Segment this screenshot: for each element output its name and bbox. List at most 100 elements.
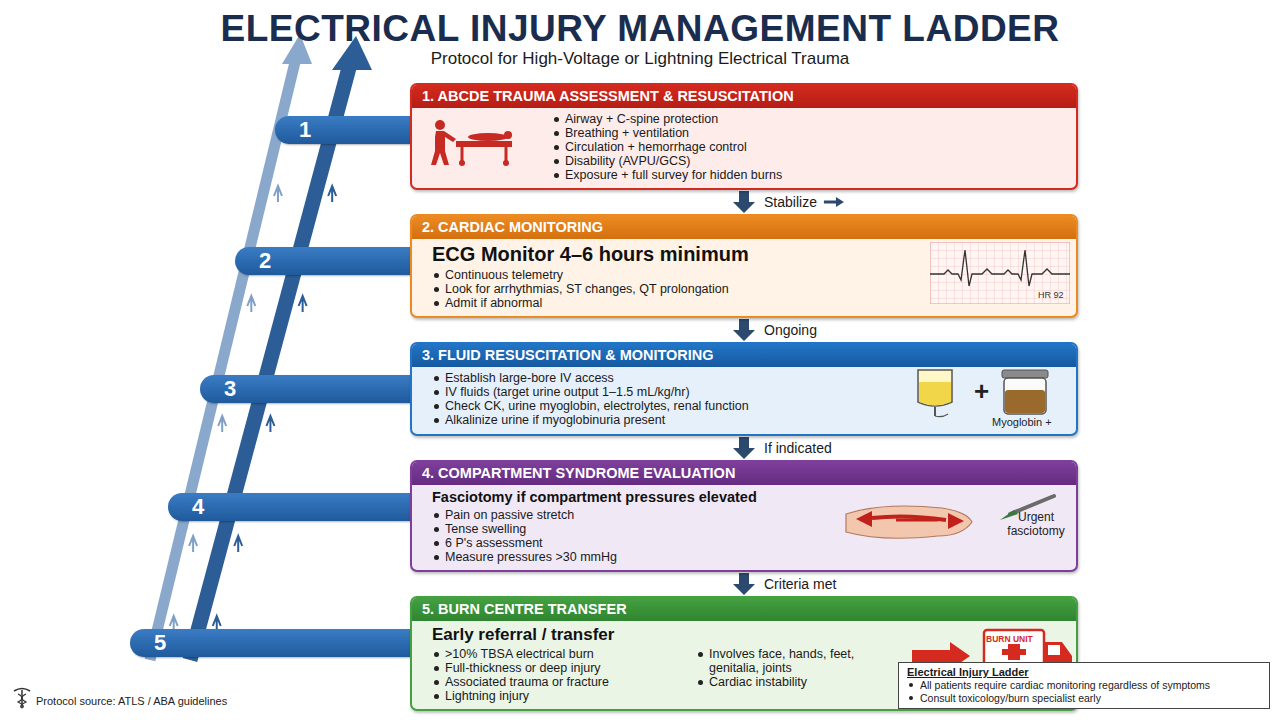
ladder-step-tab: 5 (130, 629, 413, 657)
rescuer-icon-part (503, 160, 509, 166)
small-up-arrow (234, 536, 242, 552)
note-item: All patients require cardiac monitoring … (907, 679, 1261, 692)
rescuer-icon-part (468, 133, 508, 141)
step-header: 1. ABCDE TRAUMA ASSESSMENT & RESUSCITATI… (412, 85, 1076, 108)
connector-label: Criteria met (762, 576, 838, 592)
bullet-item: >10% TBSA electrical burn (432, 647, 682, 661)
caduceus-icon-part (14, 689, 30, 692)
iv-bag-and-urine-jar-part (1005, 390, 1045, 413)
connector-label: If indicated (762, 440, 834, 456)
small-up-arrow (189, 536, 197, 552)
iv-bag-and-urine-jar-part (934, 407, 936, 416)
iv-bag-and-urine-jar-part (935, 414, 948, 417)
caduceus-icon-part (21, 694, 26, 708)
ambulance-illustration-part (1002, 649, 1026, 655)
rescuer-icon-part (431, 131, 456, 165)
dark-rail (190, 64, 350, 660)
flow-arrow (733, 437, 755, 459)
bullet-item: Continuous telemetry (432, 268, 922, 282)
limb-fasciotomy-illustration-part (948, 513, 964, 529)
bullet-item: Admit if abnormal (432, 296, 922, 310)
subtitle: Protocol for High-Voltage or Lightning E… (0, 49, 1280, 69)
bullet-item: IV fluids (target urine output 1–1.5 mL/… (432, 385, 902, 399)
bullet-item: Involves face, hands, feet, genitalia, j… (696, 647, 906, 675)
limb-fasciotomy-illustration-part (846, 506, 972, 538)
flow-arrow (733, 319, 755, 341)
step-header: 2. CARDIAC MONITORING (412, 216, 1076, 239)
bullet-column: Involves face, hands, feet, genitalia, j… (696, 647, 906, 703)
rescuer-icon (426, 119, 516, 169)
small-up-arrow (247, 296, 255, 312)
bullet-item: Circulation + hemorrhage control (552, 140, 1052, 154)
ecg-strip-part (930, 242, 1070, 304)
bullet-item: Breathing + ventilation (552, 126, 1052, 140)
step-body: Fasciotomy if compartment pressures elev… (412, 485, 1076, 570)
flow-arrow-shape (733, 191, 755, 213)
side-arrow-head (836, 197, 844, 207)
flow-arrow (733, 191, 755, 213)
iv-bag-and-urine-jar-part (1004, 378, 1046, 414)
iv-bag-and-urine-jar-part (1002, 370, 1048, 378)
callout-number: 4 (168, 493, 413, 521)
step-body-inner: ECG Monitor 4–6 hours minimumContinuous … (432, 243, 922, 310)
flow-arrow (733, 573, 755, 595)
bullet-item: Full-thickness or deep injury (432, 661, 682, 675)
bullet-item: 6 P's assessment (432, 536, 832, 550)
small-up-arrow (218, 416, 226, 432)
iv-bag-and-urine-jar-part (919, 382, 951, 406)
step-body-inner: Fasciotomy if compartment pressures elev… (432, 489, 832, 564)
limb-fasciotomy-illustration-part (896, 519, 938, 522)
callout-number: 5 (130, 629, 413, 657)
small-up-arrow (266, 416, 274, 432)
step-box: 1. ABCDE TRAUMA ASSESSMENT & RESUSCITATI… (410, 83, 1078, 190)
step-header: 4. COMPARTMENT SYNDROME EVALUATION (412, 462, 1076, 485)
bullet-item: Lightning injury (432, 689, 682, 703)
step-lead: Early referral / transfer (432, 625, 912, 645)
rescuer-icon-part (456, 141, 512, 147)
bullet-item: Disability (AVPU/GCS) (552, 154, 1052, 168)
small-up-arrow (299, 296, 307, 312)
step-body-inner: Airway + C-spine protectionBreathing + v… (552, 112, 1052, 182)
bullet-columns: >10% TBSA electrical burnFull-thickness … (432, 647, 912, 703)
ladder-step-tab: 4 (168, 493, 413, 521)
flow-arrow-shape (733, 319, 755, 341)
step-header: 5. BURN CENTRE TRANSFER (412, 598, 1076, 621)
rescuer-icon-part (435, 120, 445, 130)
step-body-inner: Early referral / transfer>10% TBSA elect… (432, 625, 912, 703)
limb-fasciotomy-illustration-part (1000, 510, 1018, 520)
caption: Protocol source: ATLS / ABA guidelines (36, 695, 227, 707)
illustration-label: + (974, 376, 989, 407)
iv-bag-and-urine-jar (912, 368, 1072, 418)
bullet-item: Airway + C-spine protection (552, 112, 1052, 126)
callout-number: 1 (275, 116, 413, 144)
connector-label: Stabilize (762, 194, 819, 210)
iv-bag-and-urine-jar-part (918, 370, 952, 406)
step-box: 4. COMPARTMENT SYNDROME EVALUATION Fascio… (410, 460, 1078, 572)
bullet-column: >10% TBSA electrical burnFull-thickness … (432, 647, 682, 703)
flow-arrow-shape (733, 437, 755, 459)
bullet-item: Tense swelling (432, 522, 832, 536)
limb-fasciotomy-illustration-part (856, 511, 872, 527)
ecg-strip-part (930, 250, 1070, 286)
limb-fasciotomy-illustration-part (872, 516, 946, 520)
bullet-item: Pain on passive stretch (432, 508, 832, 522)
callout-number: 2 (235, 247, 413, 275)
title: ELECTRICAL INJURY MANAGEMENT LADDER (0, 8, 1280, 50)
step-lead: ECG Monitor 4–6 hours minimum (432, 243, 922, 266)
ladder-step-tab: 2 (235, 247, 413, 275)
bullet-item: Cardiac instability (696, 675, 906, 689)
connector-label: Ongoing (762, 322, 819, 338)
side-arrow (824, 201, 838, 204)
ladder-step-tab: 3 (200, 375, 413, 403)
ecg-strip-part (930, 242, 1070, 304)
small-up-arrow (328, 186, 336, 202)
callout-number: 3 (200, 375, 413, 403)
bullet-item: Look for arrhythmias, ST changes, QT pro… (432, 282, 922, 296)
flow-arrow-shape (733, 573, 755, 595)
step-lead: Fasciotomy if compartment pressures elev… (432, 489, 832, 506)
bullet-item: Measure pressures >30 mmHg (432, 550, 832, 564)
bullet-item: Alkalinize urine if myoglobinuria presen… (432, 413, 902, 427)
bullet-item: Establish large-bore IV access (432, 371, 902, 385)
